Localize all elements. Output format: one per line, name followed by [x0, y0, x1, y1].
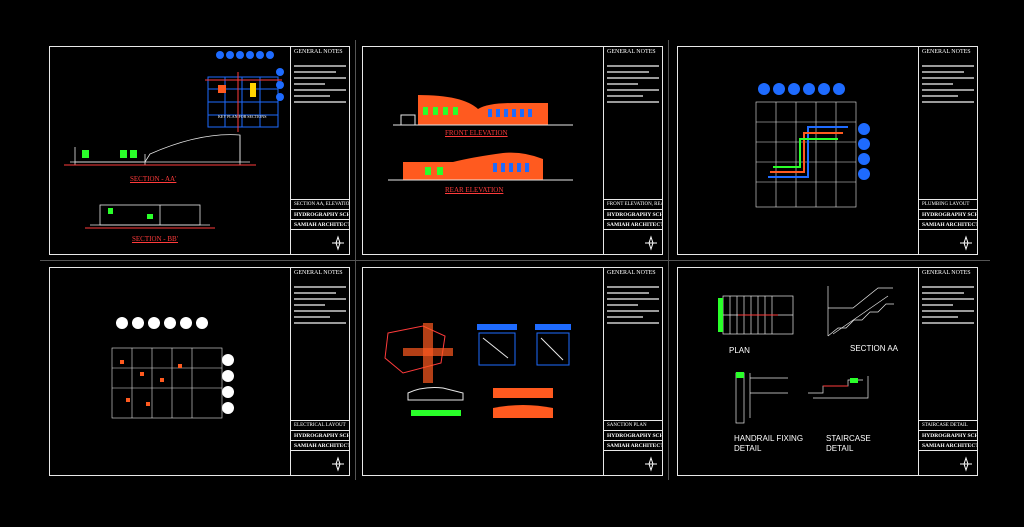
notes-text: [922, 61, 974, 131]
key-plan-label: KEY PLAN FOR SECTIONS: [218, 114, 267, 119]
north-arrow-icon: [332, 235, 344, 251]
sheet-info: [919, 450, 977, 477]
drawing-sheet-sanction[interactable]: GENERAL NOTES SANCTION PLAN HYDROGRAPHY …: [362, 267, 663, 476]
front-elevation-label: FRONT ELEVATION: [445, 129, 508, 137]
title-block: GENERAL NOTES STAIRCASE DETAIL HYDROGRAP…: [918, 268, 977, 475]
drawing-sheet-electrical[interactable]: GENERAL NOTES ELECTRICAL LAYOUT HYDROGRA…: [49, 267, 350, 476]
general-notes-heading: GENERAL NOTES: [607, 49, 656, 55]
architect-name: SAMIAH ARCHITECTS: [604, 219, 662, 230]
rear-elevation-label: REAR ELEVATION: [445, 186, 504, 194]
project-name: HYDROGRAPHY SCHOOL: [291, 430, 349, 441]
general-notes-heading: GENERAL NOTES: [294, 49, 343, 55]
notes-text: [607, 282, 659, 352]
general-notes-heading: GENERAL NOTES: [922, 49, 971, 55]
project-name: HYDROGRAPHY SCHOOL: [604, 209, 662, 220]
drawing-sheet-sections[interactable]: SECTION - AA' SECTION - BB' KEY PLAN FOR…: [49, 46, 350, 255]
staircase-drawings: [718, 286, 894, 424]
electrical-plan: [111, 317, 234, 419]
architect-name: SAMIAH ARCHITECTS: [919, 219, 977, 230]
section-aa: [70, 134, 250, 165]
sheet-info: [604, 450, 662, 477]
title-block: GENERAL NOTES SECTION AA, ELEVATIONS HYD…: [290, 47, 349, 254]
staircase-label-line2: DETAIL: [826, 444, 854, 453]
architect-name: SAMIAH ARCHITECTS: [919, 440, 977, 451]
sheet-info: [919, 229, 977, 256]
drawing-sheet-plumbing[interactable]: GENERAL NOTES PLUMBING LAYOUT HYDROGRAPH…: [677, 46, 978, 255]
title-block: GENERAL NOTES SANCTION PLAN HYDROGRAPHY …: [603, 268, 662, 475]
front-elevation: [393, 95, 573, 126]
notes-text: [294, 61, 346, 131]
section-bb-label: SECTION - BB': [132, 235, 178, 243]
project-name: HYDROGRAPHY SCHOOL: [291, 209, 349, 220]
notes-text: [922, 282, 974, 352]
handrail-detail: [735, 372, 788, 424]
key-plan: [205, 72, 282, 132]
elevation-drawings: [388, 95, 573, 181]
drawing-title: ELECTRICAL LAYOUT: [291, 420, 349, 430]
drawing-sheet-elevations[interactable]: FRONT ELEVATION REAR ELEVATION GENERAL N…: [362, 46, 663, 255]
handrail-label-line1: HANDRAIL FIXING: [734, 434, 804, 443]
project-name: HYDROGRAPHY SCHOOL: [919, 209, 977, 220]
drawing-title: STAIRCASE DETAIL: [919, 420, 977, 430]
stair-detail: [808, 376, 869, 399]
title-block: GENERAL NOTES PLUMBING LAYOUT HYDROGRAPH…: [918, 47, 977, 254]
section-drawings: [64, 51, 284, 229]
project-name: HYDROGRAPHY SCHOOL: [604, 430, 662, 441]
plumbing-plan: [755, 83, 870, 208]
general-notes-heading: GENERAL NOTES: [922, 270, 971, 276]
architect-name: SAMIAH ARCHITECTS: [604, 440, 662, 451]
section-aa-label: SECTION - AA': [130, 175, 177, 183]
notes-text: [294, 282, 346, 352]
architect-name: SAMIAH ARCHITECTS: [291, 440, 349, 451]
drawing-sheet-staircase[interactable]: PLAN SECTION AA HANDRAIL FIXING DETAIL S…: [677, 267, 978, 476]
handrail-label-line2: DETAIL: [734, 444, 762, 453]
layout-divider: [40, 260, 990, 261]
north-arrow-icon: [960, 456, 972, 472]
architect-name: SAMIAH ARCHITECTS: [291, 219, 349, 230]
stair-section: [827, 286, 894, 337]
rear-elevation: [388, 152, 573, 181]
stair-plan-label: PLAN: [729, 346, 750, 355]
sheet-info: [291, 229, 349, 256]
drawing-title: FRONT ELEVATION, REAR ELEVATION: [604, 199, 662, 209]
sheet-info: [291, 450, 349, 477]
general-notes-heading: GENERAL NOTES: [607, 270, 656, 276]
north-arrow-icon: [645, 456, 657, 472]
sheet-info: [604, 229, 662, 256]
section-bb: [90, 204, 210, 226]
title-block: GENERAL NOTES ELECTRICAL LAYOUT HYDROGRA…: [290, 268, 349, 475]
title-block: GENERAL NOTES FRONT ELEVATION, REAR ELEV…: [603, 47, 662, 254]
site-plan: [384, 323, 453, 383]
north-arrow-icon: [645, 235, 657, 251]
drawing-title: SANCTION PLAN: [604, 420, 662, 430]
stair-section-label: SECTION AA: [850, 344, 899, 353]
notes-text: [607, 61, 659, 131]
sanction-plan: [384, 323, 571, 418]
project-name: HYDROGRAPHY SCHOOL: [919, 430, 977, 441]
drawing-title: SECTION AA, ELEVATIONS: [291, 199, 349, 209]
small-sections: [407, 387, 553, 418]
north-arrow-icon: [332, 456, 344, 472]
general-notes-heading: GENERAL NOTES: [294, 270, 343, 276]
staircase-label-line1: STAIRCASE: [826, 434, 871, 443]
north-arrow-icon: [960, 235, 972, 251]
drawing-title: PLUMBING LAYOUT: [919, 199, 977, 209]
